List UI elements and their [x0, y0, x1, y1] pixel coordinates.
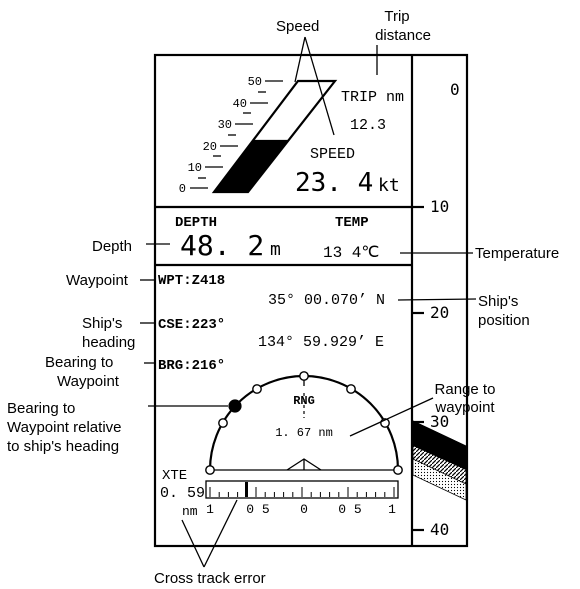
callout-trip-l1: Trip: [384, 8, 409, 25]
callout-temperature: Temperature: [475, 245, 559, 262]
depth-scale-label-0: 0: [450, 80, 460, 99]
latitude-readout: 35° 00.070’ N: [268, 292, 385, 309]
speed-scale-label-10: 10: [188, 161, 202, 175]
callout-rel-bearing-l2: Waypoint relative: [7, 419, 122, 436]
callout-bearing-l2: Waypoint: [57, 373, 120, 390]
xte-scale-label: 1: [388, 502, 396, 517]
xte-scale-label: 0 5: [338, 502, 361, 517]
callout-depth: Depth: [92, 238, 132, 255]
depth-scale-label-30: 30: [430, 412, 449, 431]
speed-unit: kt: [378, 175, 400, 196]
speed-scale-ticks: [190, 80, 283, 189]
wpt-readout: WPT:Z418: [158, 273, 225, 289]
leader-speed-a: [294, 36, 306, 83]
leader-range: [349, 397, 434, 437]
depth-scale-label-10: 10: [430, 197, 449, 216]
callout-waypoint: Waypoint: [66, 272, 129, 289]
depth-unit: m: [270, 239, 281, 260]
callout-speed: Speed: [276, 18, 319, 35]
speed-value: 23. 4: [295, 168, 373, 198]
xte-scale-box: [205, 480, 399, 499]
bearing-dot: [205, 465, 215, 475]
speed-scale-label-40: 40: [233, 97, 247, 111]
temp-value: 13 4℃: [323, 244, 379, 262]
callout-ships-position-l2: position: [478, 312, 530, 329]
xte-scale-ticks: [209, 487, 395, 497]
trip-value: 12.3: [350, 117, 386, 134]
nav-panel: WPT:Z418 35° 00.070’ N CSE:223° 134° 59.…: [158, 273, 403, 519]
depth-label: DEPTH: [175, 215, 217, 231]
xte-unit: nm: [182, 504, 198, 519]
xte-value: 0. 59: [160, 485, 205, 502]
callout-rel-bearing-l3: to ship's heading: [7, 438, 119, 455]
brg-readout: BRG:216°: [158, 358, 225, 374]
speed-bar-fill: [214, 139, 289, 192]
echo-band-dark: [413, 421, 466, 470]
leader-speed-b: [304, 36, 335, 136]
waypoint-bearing-marker: [228, 399, 242, 413]
bearing-dot: [299, 371, 309, 381]
temp-label: TEMP: [335, 215, 369, 231]
rng-label: RNG: [293, 394, 315, 408]
speed-scale-label-30: 30: [218, 118, 232, 132]
bearing-semicircle: [208, 374, 400, 471]
leader-xte-a: [181, 519, 205, 568]
bearing-dots: [205, 371, 403, 475]
xte-scale-label: 0: [300, 502, 308, 517]
xte-label: XTE: [162, 468, 187, 484]
xte-scale-label: 0 5: [246, 502, 269, 517]
depth-panel: DEPTH 48. 2 m TEMP 13 4℃: [175, 215, 379, 262]
bearing-dot: [346, 384, 356, 394]
depth-scale-label-20: 20: [430, 303, 449, 322]
depth-value: 48. 2: [180, 229, 264, 262]
depth-scale: 0 10 20 30 40: [412, 80, 460, 539]
leader-xte-b: [203, 499, 238, 568]
callout-ships-heading-l2: heading: [82, 334, 135, 351]
xte-indicator: [245, 482, 248, 497]
callout-ships-position-l1: Ship's: [478, 293, 518, 310]
longitude-readout: 134° 59.929’ E: [258, 334, 384, 351]
speed-scale-label-0: 0: [179, 182, 186, 196]
depth-scale-label-40: 40: [430, 520, 449, 539]
seabed-echo: [412, 420, 467, 501]
xte-scale-label: 1: [206, 502, 214, 517]
callout-cross-track: Cross track error: [154, 570, 266, 587]
trip-label: TRIP nm: [341, 89, 404, 106]
bearing-dot: [393, 465, 403, 475]
speed-panel: 0 10 20 30 40 50 TRIP nm 12.3 SPEED 23. …: [179, 75, 404, 198]
bearing-dot: [252, 384, 262, 394]
bearing-dot: [218, 418, 228, 428]
callout-bearing-l1: Bearing to: [45, 354, 113, 371]
speed-scale-label-50: 50: [248, 75, 262, 89]
rng-value: 1. 67 nm: [275, 426, 333, 440]
speed-label: SPEED: [310, 146, 355, 163]
callout-ships-heading-l1: Ship's: [82, 315, 122, 332]
callout-range-l2: waypoint: [434, 399, 495, 416]
callout-rel-bearing-l1: Bearing to: [7, 400, 75, 417]
leader-ships-position: [397, 298, 477, 301]
speed-scale-label-20: 20: [203, 140, 217, 154]
cse-readout: CSE:223°: [158, 317, 225, 333]
callout-range-l1: Range to: [435, 381, 496, 398]
callouts: Speed Trip distance Depth Temperature Wa…: [7, 8, 559, 587]
callout-trip-l2: distance: [375, 27, 431, 44]
